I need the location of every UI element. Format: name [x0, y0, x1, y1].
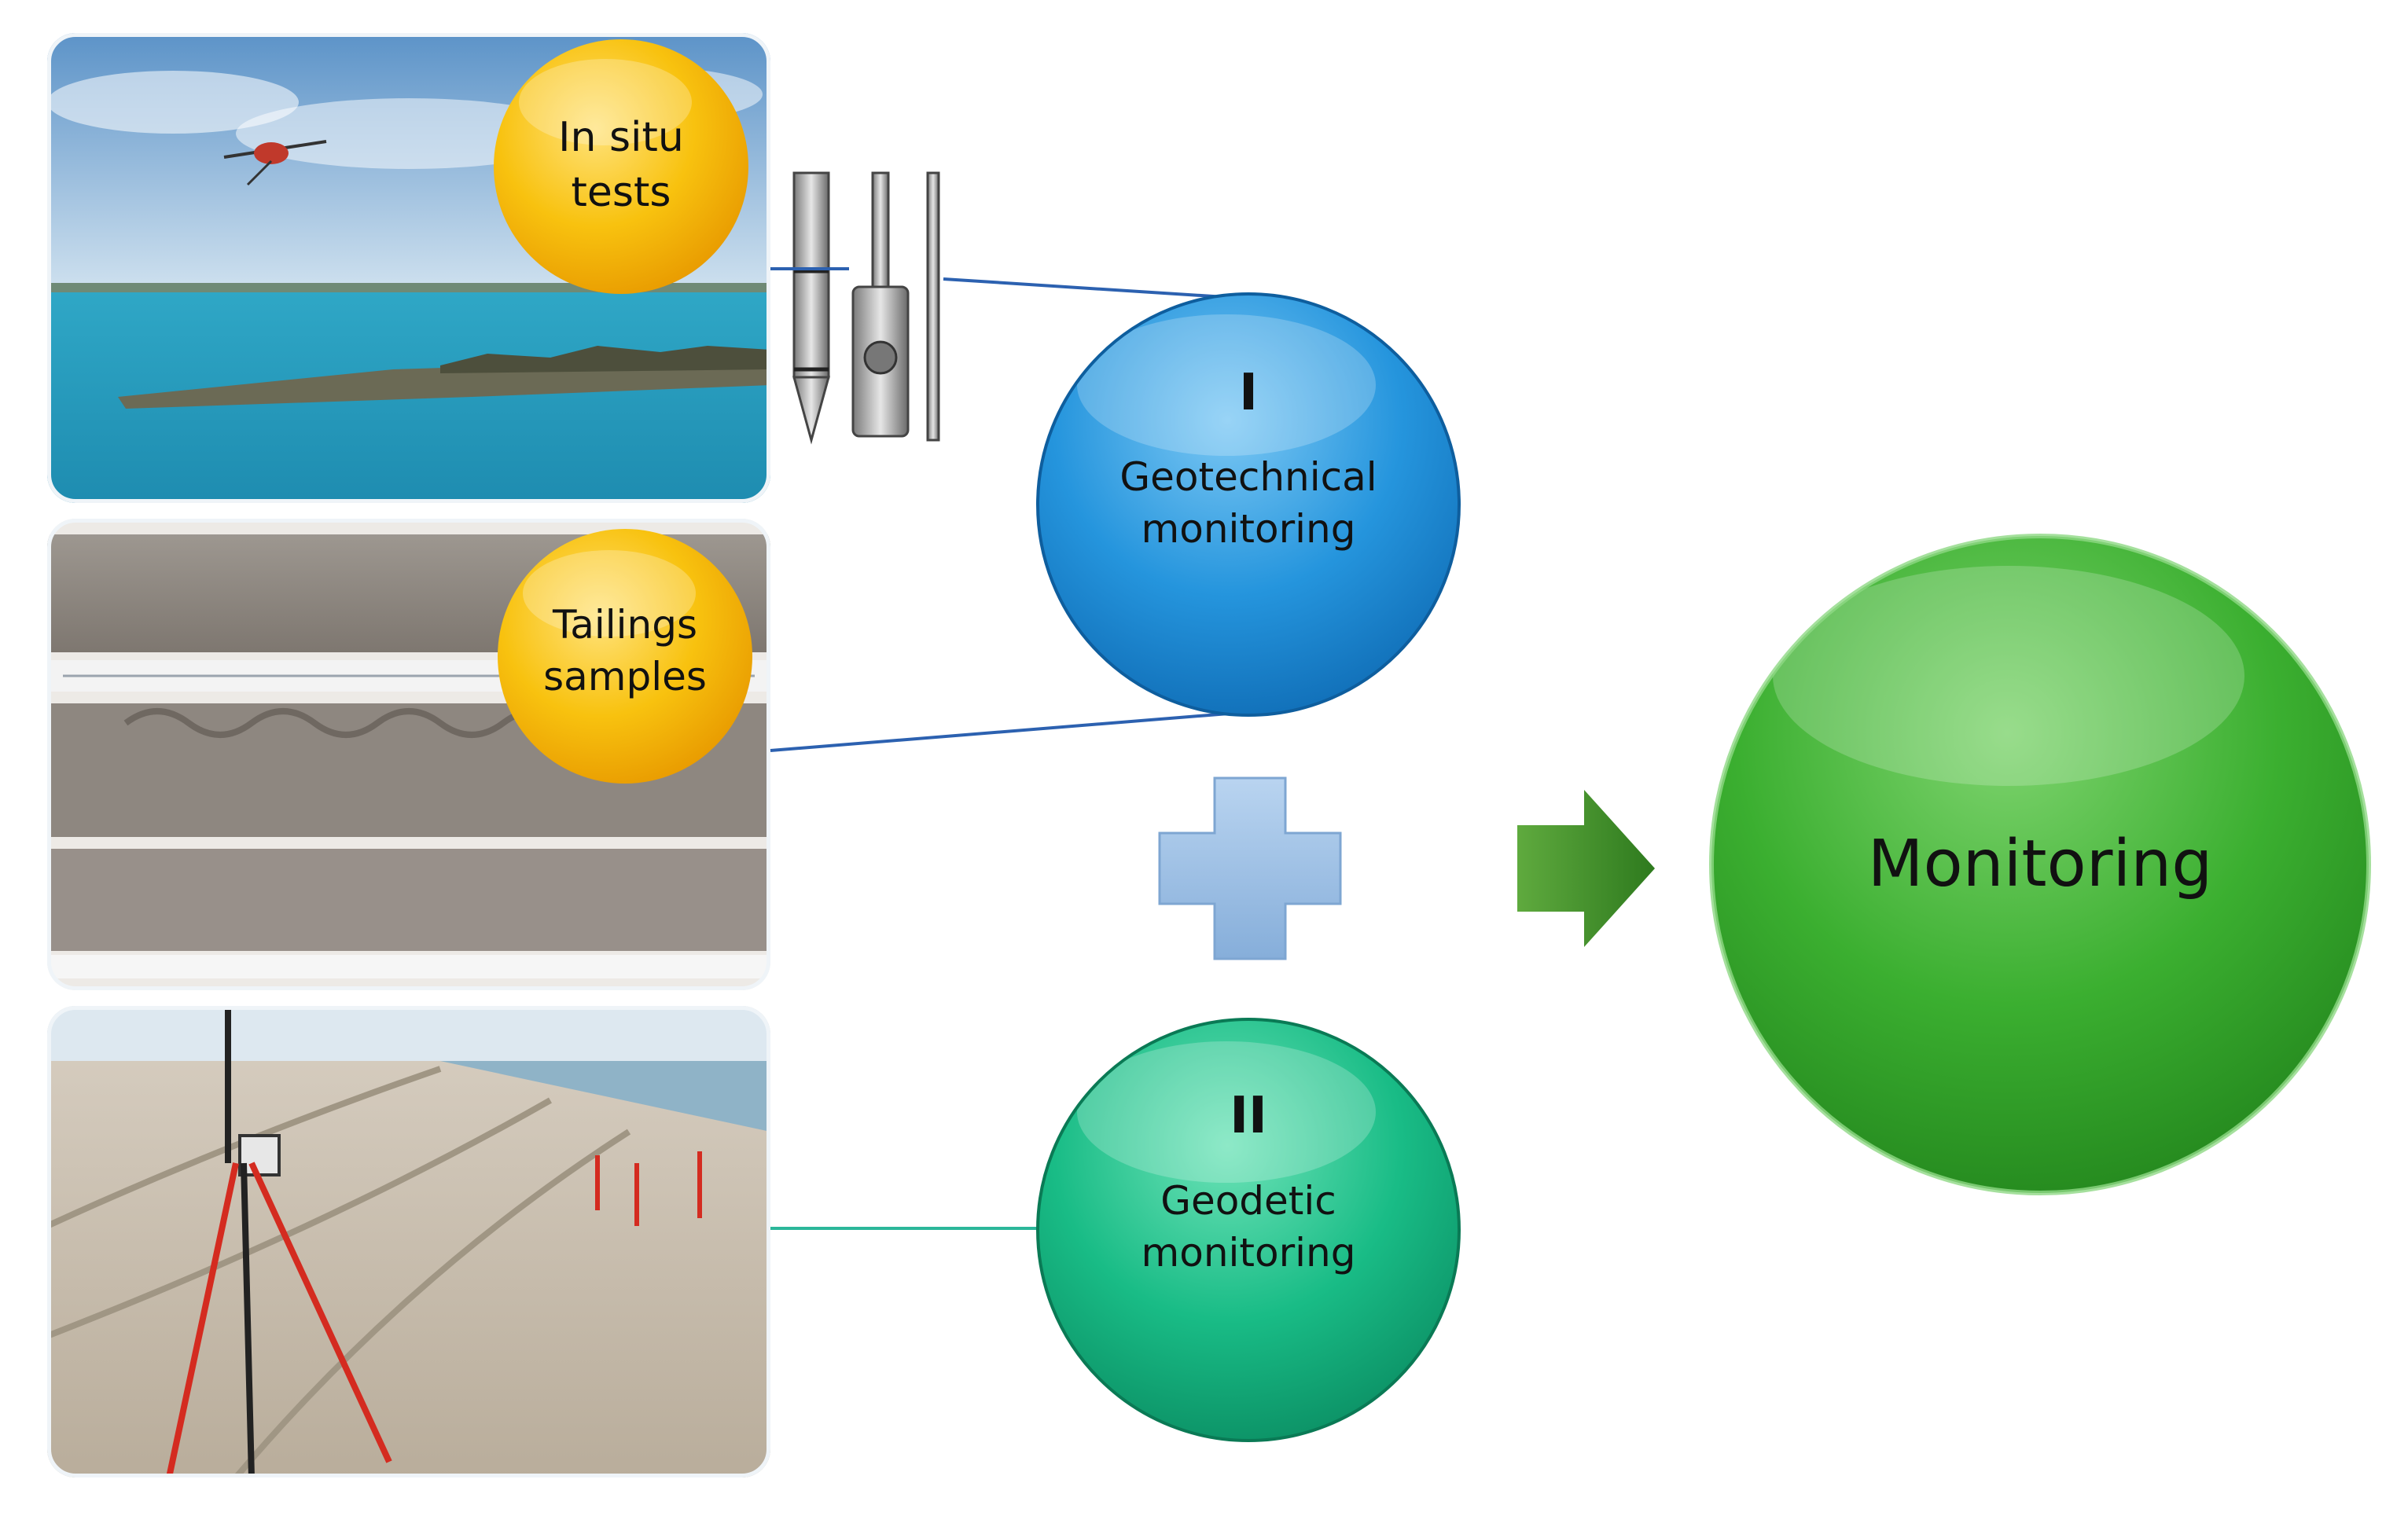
- geodetic-numeral: II: [1230, 1087, 1267, 1145]
- in-situ-tests-badge: [494, 39, 748, 294]
- geotechnical-monitoring-circle: [1036, 292, 1461, 717]
- tailings-samples-label: Tailings samples: [543, 602, 707, 699]
- geotechnical-label: Geotechnical monitoring: [1119, 454, 1377, 552]
- monitoring-result-label: Monitoring: [1867, 827, 2213, 901]
- geodetic-label: Geodetic monitoring: [1141, 1178, 1356, 1276]
- in-situ-tests-label: In situ tests: [558, 114, 684, 216]
- monitoring-result-circle: [1709, 534, 2371, 1195]
- tailings-samples-badge: [498, 529, 752, 784]
- arrow-right-icon: [1517, 790, 1655, 947]
- geotechnical-numeral: I: [1239, 364, 1258, 422]
- connector-lines: [770, 267, 1259, 1230]
- cone-penetrometer-icon: [792, 171, 940, 445]
- geodetic-monitoring-circle: [1036, 1018, 1461, 1442]
- plus-icon: [1158, 776, 1342, 960]
- survey-tripod-photo: [47, 1006, 770, 1477]
